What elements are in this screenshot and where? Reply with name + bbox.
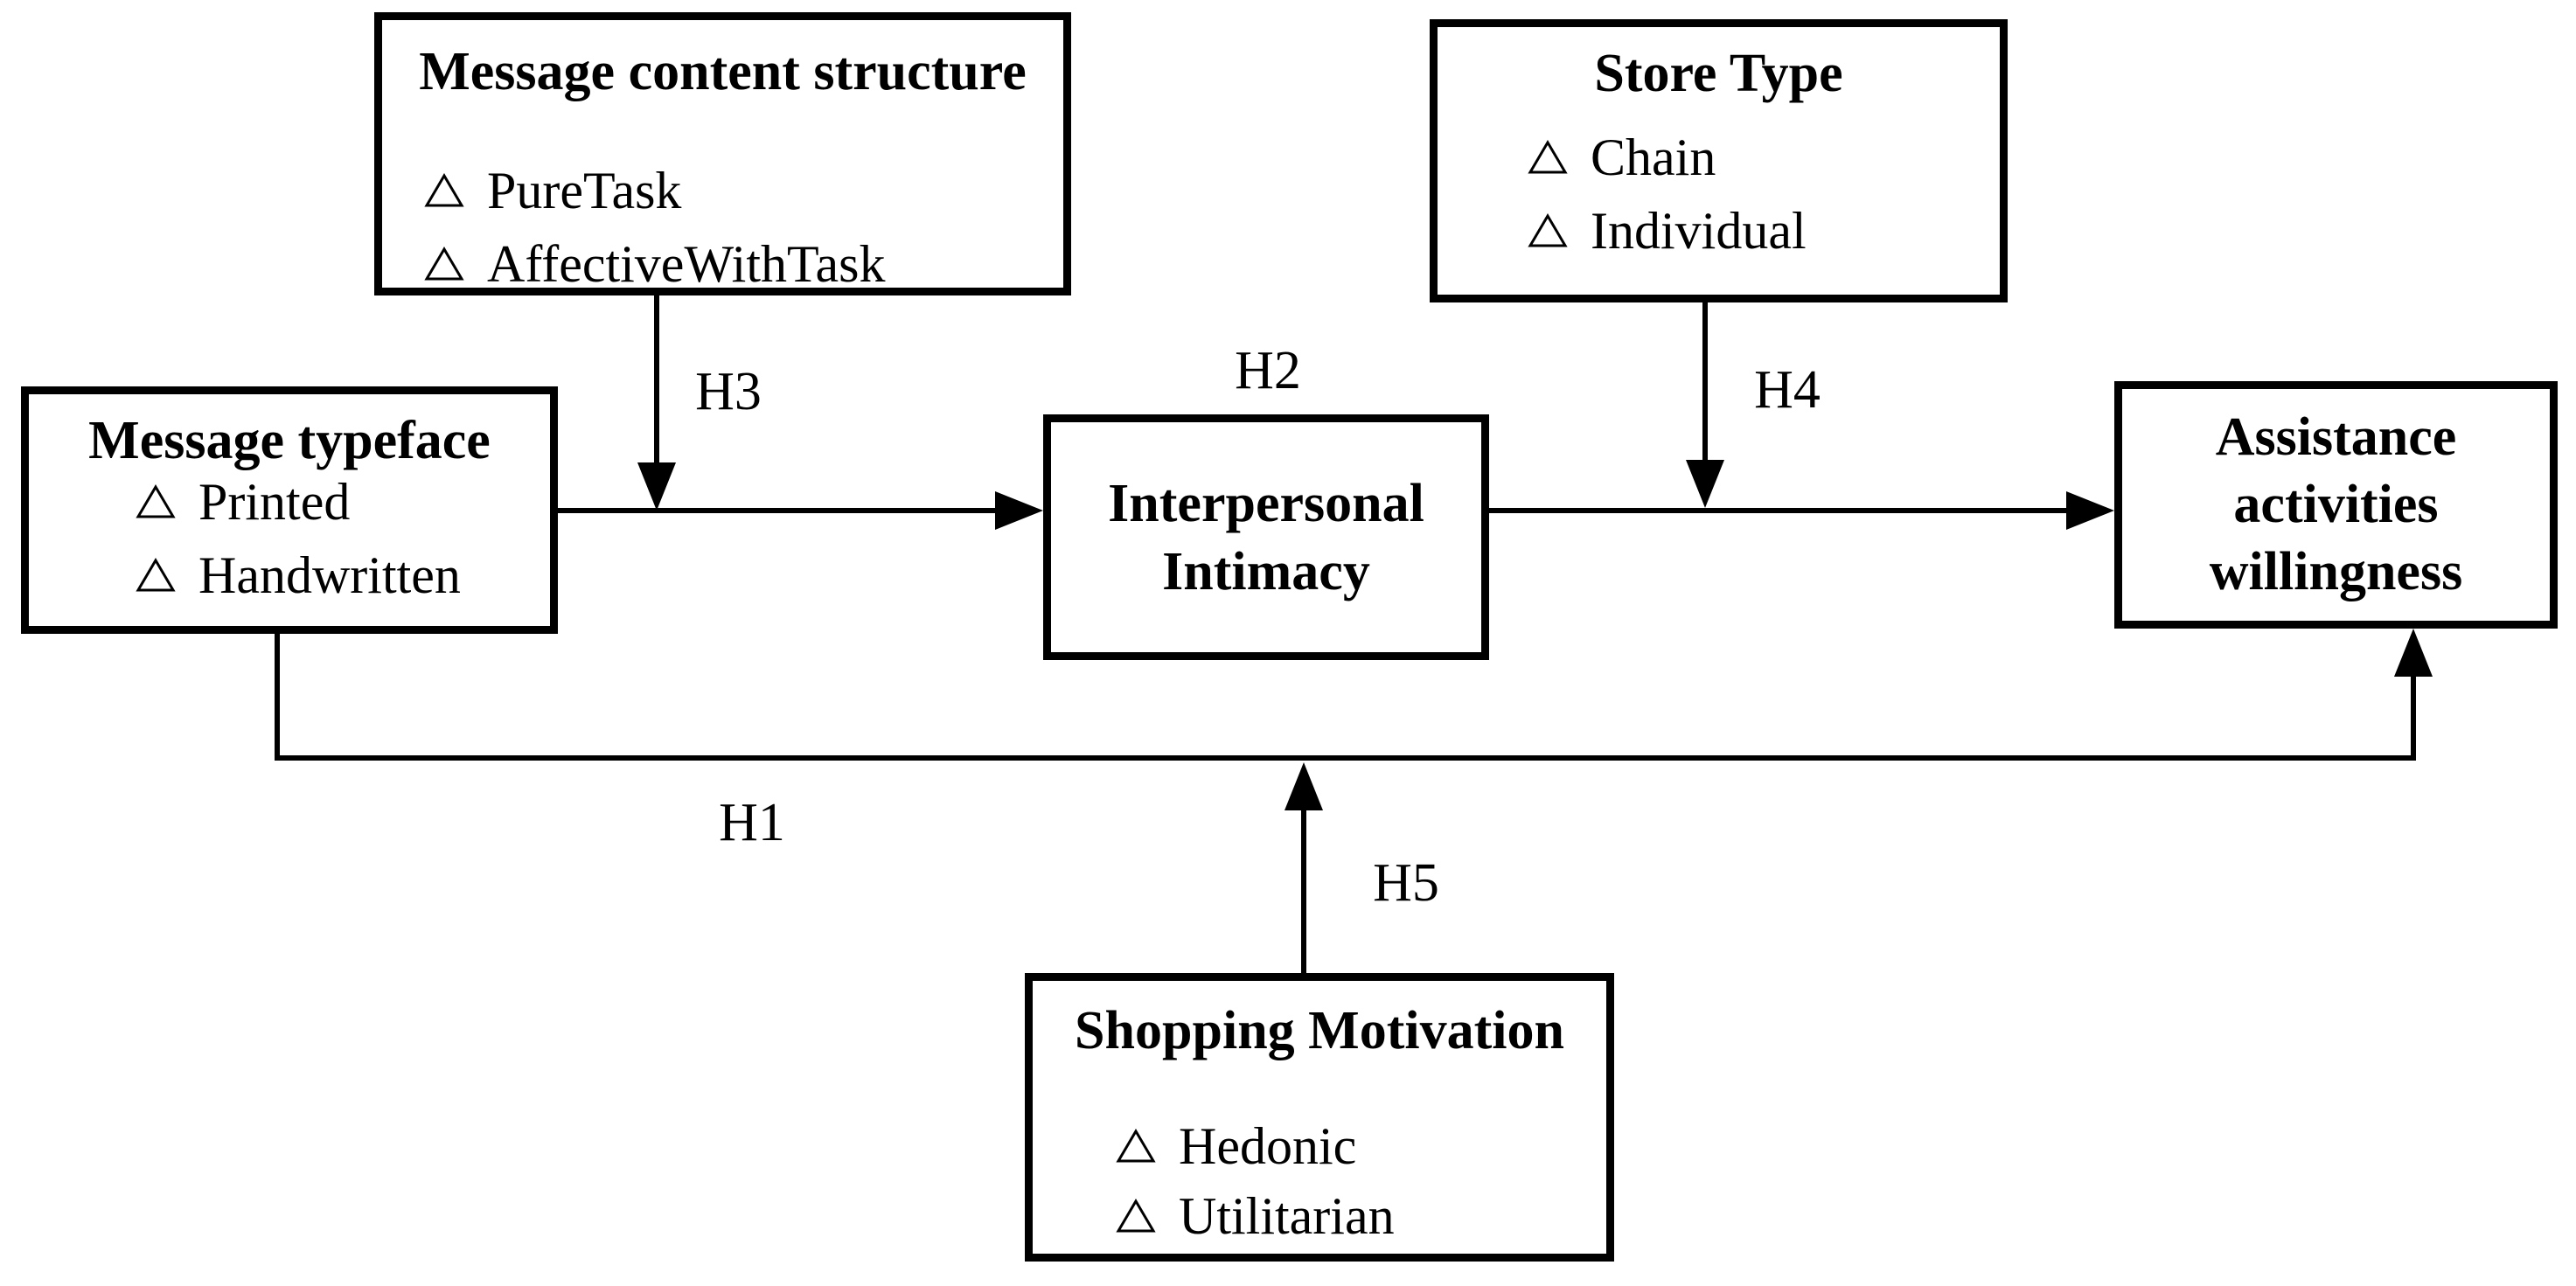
item-label: Hedonic (1179, 1117, 1357, 1175)
box-title: Message typeface (88, 411, 491, 470)
list-item: Printed (136, 471, 550, 532)
item-label: Chain (1591, 129, 1716, 186)
label-h1: H1 (719, 793, 785, 852)
arrow-h1-segment-up (2411, 673, 2416, 761)
triangle-icon (1528, 140, 1568, 174)
box-shopping-motivation: Shopping Motivation Hedonic Utilitarian (1025, 973, 1614, 1262)
label-h5: H5 (1373, 853, 1439, 913)
box-title-line: Intimacy (1162, 541, 1370, 601)
list-item: Handwritten (136, 545, 550, 606)
arrowhead-up-icon (1285, 762, 1323, 810)
box-message-typeface: Message typeface Printed Handwritten (21, 386, 558, 634)
triangle-icon (1528, 213, 1568, 247)
list-item: Utilitarian (1116, 1185, 1606, 1247)
label-h2: H2 (1235, 341, 1301, 400)
item-label: PureTask (487, 162, 682, 219)
box-title: Store Type (1594, 44, 1843, 103)
arrow-intimacy-to-assistance-line (1489, 508, 2071, 513)
label-h4: H4 (1754, 360, 1821, 420)
box-title-line: Interpersonal (1108, 473, 1424, 533)
box-title-line: Assistance (2215, 407, 2457, 467)
box-interpersonal-intimacy: Interpersonal Intimacy (1043, 414, 1489, 660)
label-h3: H3 (695, 362, 762, 421)
triangle-icon (1116, 1129, 1156, 1163)
arrow-h1-segment-down (275, 631, 280, 761)
list-item: AffectiveWithTask (424, 233, 1063, 295)
list-item: Hedonic (1116, 1116, 1606, 1177)
arrow-h5-line (1301, 810, 1306, 974)
item-label: Individual (1591, 202, 1807, 260)
triangle-icon (136, 484, 176, 518)
box-title: Shopping Motivation (1075, 1001, 1564, 1060)
triangle-icon (424, 173, 464, 207)
triangle-icon (136, 558, 176, 592)
box-assistance-activities-willingness: Assistance activities willingness (2114, 381, 2558, 629)
arrowhead-right-icon (995, 491, 1043, 530)
arrowhead-up-icon (2394, 629, 2433, 677)
item-label: Handwritten (198, 546, 461, 604)
arrow-h1-segment-across (275, 755, 2416, 761)
triangle-icon (1116, 1199, 1156, 1233)
arrow-h3-line (654, 295, 659, 470)
box-title-line: willingness (2209, 542, 2463, 601)
triangle-icon (424, 247, 464, 281)
arrowhead-right-icon (2066, 491, 2114, 530)
list-item: Chain (1528, 127, 2000, 188)
list-item: PureTask (424, 160, 1063, 221)
item-label: Utilitarian (1179, 1187, 1395, 1245)
arrow-typeface-to-intimacy-line (558, 508, 1001, 513)
item-label: Printed (198, 473, 351, 531)
arrowhead-down-icon (637, 462, 676, 511)
box-store-type: Store Type Chain Individual (1430, 19, 2008, 302)
box-title-line: activities (2233, 475, 2439, 534)
box-message-content-structure: Message content structure PureTask Affec… (374, 12, 1071, 295)
box-title: Message content structure (419, 42, 1027, 101)
arrow-h4-line (1702, 302, 1708, 465)
list-item: Individual (1528, 200, 2000, 261)
item-label: AffectiveWithTask (487, 235, 886, 293)
arrowhead-down-icon (1686, 460, 1724, 508)
